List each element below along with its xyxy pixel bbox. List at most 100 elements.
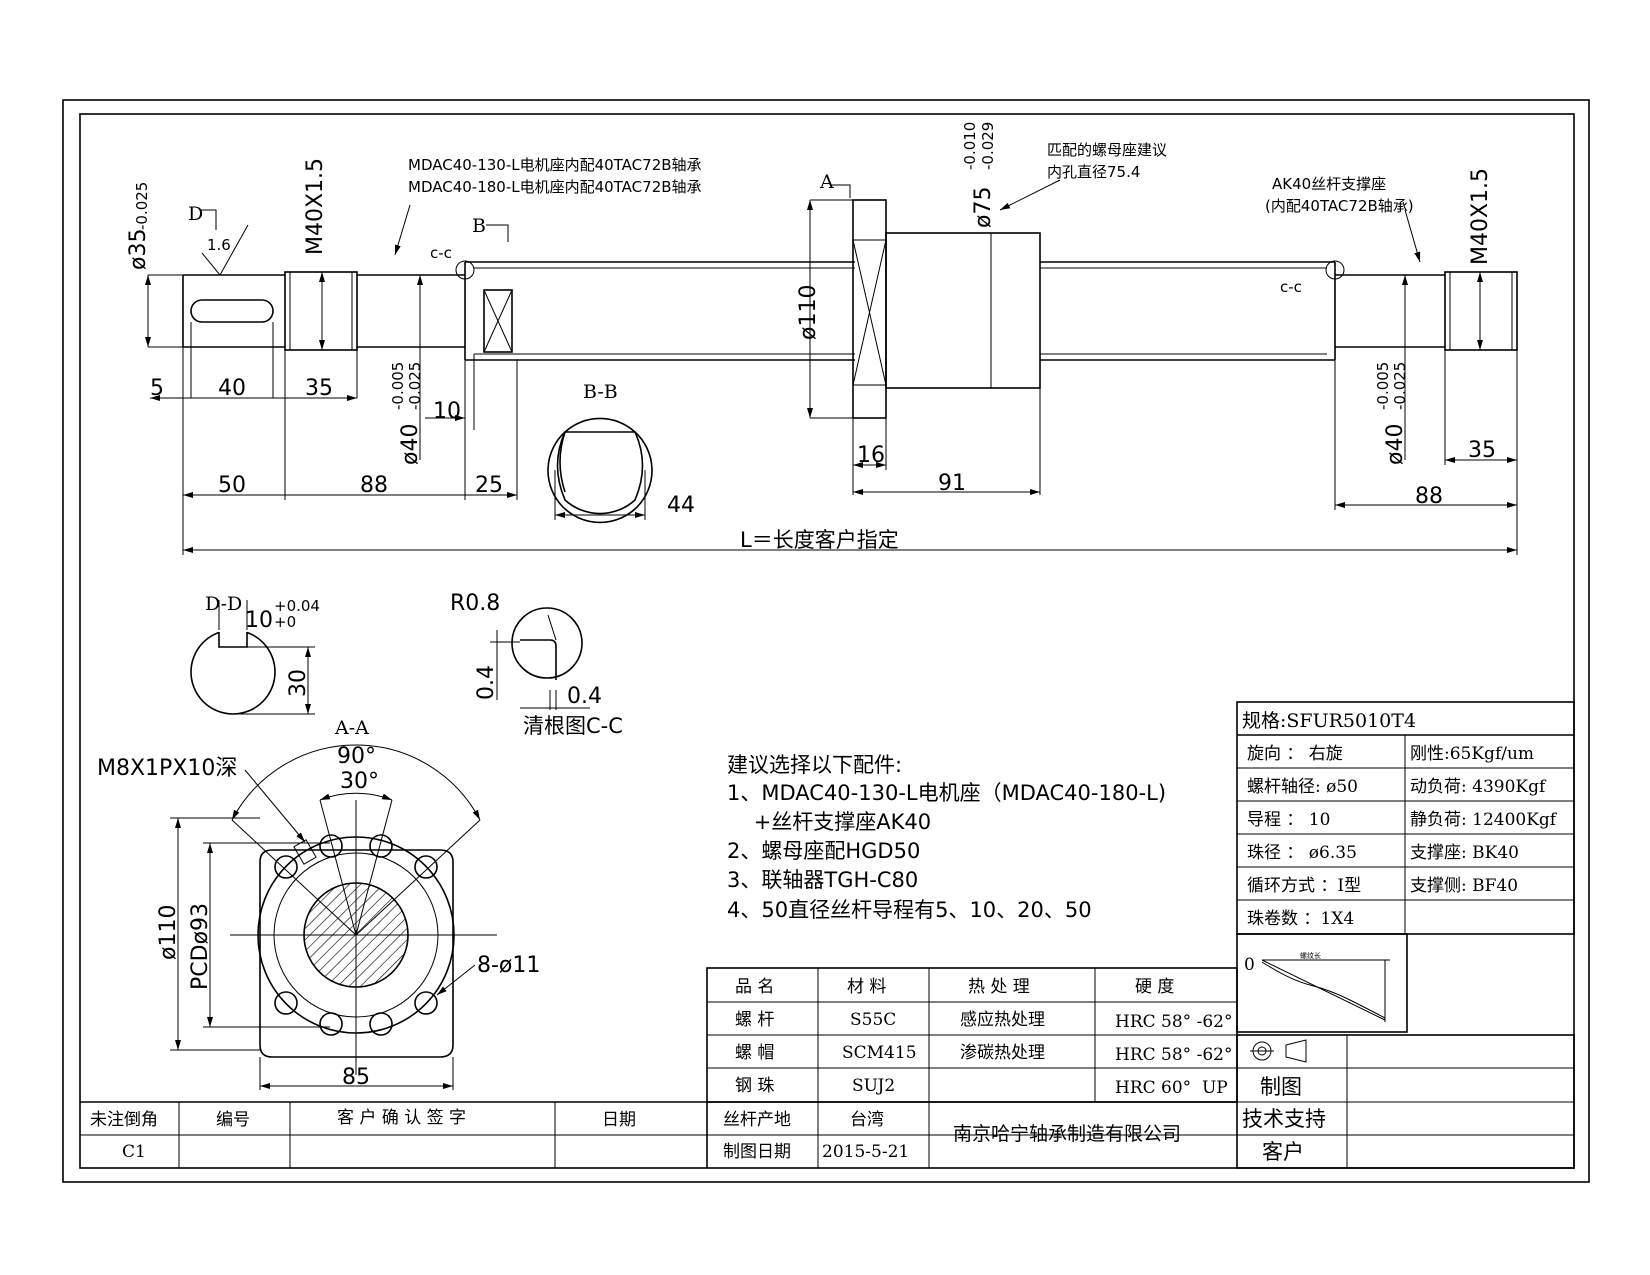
- customer-label: 客户: [1262, 1140, 1304, 1164]
- aa-d110: ø110: [156, 905, 181, 960]
- dd-width: 10: [245, 608, 273, 633]
- cc-width: 0.4: [567, 684, 602, 709]
- aa-title: A-A: [334, 717, 369, 739]
- b-section-mark: [486, 224, 509, 242]
- dim-88-left: 88: [360, 473, 388, 498]
- mat-cell: HRC 58° -62°: [1115, 1012, 1232, 1032]
- dim-25: 25: [475, 473, 503, 498]
- flats-feature: [483, 289, 513, 353]
- dd-tol-up: +0.04: [274, 597, 320, 615]
- mat-header: 硬 度: [1135, 977, 1174, 997]
- d35-label: ø35: [126, 229, 151, 270]
- main-view-labels: ø35 -0.025 M40X1.5 ø40 -0.005 -0.025 ø40…: [126, 122, 1496, 552]
- spec-left: 珠卷数 ：1X4: [1247, 909, 1354, 929]
- section-aa-flange: A-A M8X1PX10深 90° 30° ø110 PCDø93 8-ø11 …: [97, 717, 540, 1090]
- aa-holes: 8-ø11: [477, 953, 540, 978]
- bolt-hole: [319, 834, 343, 858]
- thread-right: [1444, 271, 1518, 351]
- note-support-2: (内配40TAC72B轴承): [1265, 197, 1414, 215]
- bolt-hole: [369, 1012, 393, 1036]
- dim-16: 16: [857, 443, 885, 468]
- keyway: [190, 299, 274, 323]
- spec-left: 导程 ： 10: [1247, 810, 1330, 830]
- mat-header: 材 料: [847, 977, 886, 997]
- projection-block: 制图 技术支持 客户: [1236, 1034, 1575, 1169]
- bolt-hole: [369, 834, 393, 858]
- d35-tol: -0.025: [133, 182, 151, 230]
- suggest-item: +丝杆支撑座AK40: [727, 810, 931, 834]
- chamfer-value: C1: [122, 1142, 146, 1162]
- suggest-title: 建议选择以下配件:: [727, 753, 902, 777]
- a-section-letter: A: [819, 171, 834, 193]
- mat-header: 热 处 理: [968, 977, 1030, 997]
- mat-cell: HRC 60° UP: [1115, 1078, 1228, 1098]
- spec-left: 珠径 ： ø6.35: [1247, 843, 1357, 863]
- roughness-value: 1.6: [207, 236, 231, 254]
- d40-right-tol-up: -0.005: [1374, 362, 1392, 410]
- tech-support-label: 技术支持: [1242, 1107, 1326, 1131]
- mat-cell: SCM415: [842, 1043, 917, 1063]
- spec-left: 循环方式 ：I型: [1247, 876, 1361, 896]
- dim-10: 10: [433, 399, 461, 424]
- bolt-hole: [274, 855, 298, 879]
- m40-left-label: M40X1.5: [303, 158, 328, 255]
- drawdate-header: 制图日期: [723, 1142, 791, 1162]
- d75-label: ø75: [971, 187, 996, 228]
- cc-right-label: c-c: [1280, 278, 1302, 296]
- spec-right: 刚性:65Kgf/um: [1410, 744, 1534, 764]
- d40-right-tol-lo: -0.025: [1391, 362, 1409, 410]
- nut-body: [885, 232, 1041, 389]
- d75-tol-up: -0.010: [961, 122, 979, 170]
- dd-title: D-D: [205, 593, 242, 615]
- mat-header: 品 名: [735, 977, 774, 997]
- materials-table: 品 名 材 料 热 处 理 硬 度 螺 杆 S55C 感应热处理 HRC 58°…: [706, 967, 1238, 1103]
- graph-zero: 0: [1244, 955, 1255, 975]
- suggest-item: 1、MDAC40-130-L电机座（MDAC40-180-L): [727, 781, 1166, 805]
- spec-right: 支撑侧: BF40: [1410, 876, 1518, 896]
- dimension-lines: [145, 179, 1518, 555]
- spec-left: 螺杆轴径: ø50: [1247, 777, 1358, 797]
- cc-relief-mark-left: [455, 260, 475, 280]
- spec-right: 支撑座: BK40: [1410, 843, 1519, 863]
- cc-relief-mark-right: [1325, 260, 1345, 280]
- confirm-header: 客 户 确 认 签 字: [337, 1108, 466, 1128]
- d40-right-label: ø40: [1383, 424, 1408, 465]
- mat-cell: S55C: [850, 1010, 896, 1030]
- note-support-1: AK40丝杆支撑座: [1272, 175, 1386, 193]
- cc-radius: R0.8: [450, 591, 500, 616]
- spec-table: 规格:SFUR5010T4 旋向 ： 右旋 螺杆轴径: ø50 导程 ： 10 …: [1236, 701, 1575, 935]
- length-label: L＝长度客户指定: [740, 528, 899, 552]
- m40-right-label: M40X1.5: [1468, 168, 1493, 265]
- bolt-hole: [414, 855, 438, 879]
- d110-label: ø110: [796, 285, 821, 340]
- dim-40: 40: [218, 376, 246, 401]
- lead-accuracy-graph: 0 螺纹长: [1236, 933, 1408, 1033]
- title-block: 未注倒角 C1 编号 客 户 确 认 签 字 日期 丝杆产地 台湾 制图日期 2…: [80, 1101, 1237, 1168]
- d40-left-tol-lo: -0.025: [406, 362, 424, 410]
- cc-height: 0.4: [474, 665, 499, 700]
- thread-left: [284, 271, 358, 351]
- aa-thread-note: M8X1PX10深: [97, 756, 237, 781]
- cc-left-label: c-c: [430, 244, 452, 262]
- spec-title: 规格:SFUR5010T4: [1242, 710, 1416, 732]
- note-nut-seat-2: 内孔直径75.4: [1047, 163, 1140, 181]
- spec-left: 旋向 ： 右旋: [1247, 744, 1343, 764]
- aa-85: 85: [342, 1065, 370, 1090]
- suggest-item: 4、50直径丝杆导程有5、10、20、50: [727, 898, 1092, 922]
- dim-50: 50: [218, 473, 246, 498]
- dim-88-right: 88: [1415, 484, 1443, 509]
- company-name: 南京哈宁轴承制造有限公司: [953, 1123, 1181, 1145]
- d-section-mark: [200, 209, 217, 230]
- inner-frame: [79, 113, 1575, 1169]
- mat-cell: SUJ2: [852, 1076, 895, 1096]
- dd-tol-lo: +0: [274, 613, 296, 631]
- note-motor-mount-1: MDAC40-130-L电机座内配40TAC72B轴承: [408, 156, 702, 174]
- mat-cell: 螺 杆: [735, 1010, 774, 1030]
- spec-right: 静负荷: 12400Kgf: [1410, 810, 1558, 830]
- bolt-hole: [414, 991, 438, 1015]
- graph-mini-label: 螺纹长: [1300, 951, 1321, 960]
- suggest-item: 2、螺母座配HGD50: [727, 839, 920, 863]
- origin-value: 台湾: [850, 1110, 884, 1130]
- mat-cell: 螺 帽: [735, 1043, 774, 1063]
